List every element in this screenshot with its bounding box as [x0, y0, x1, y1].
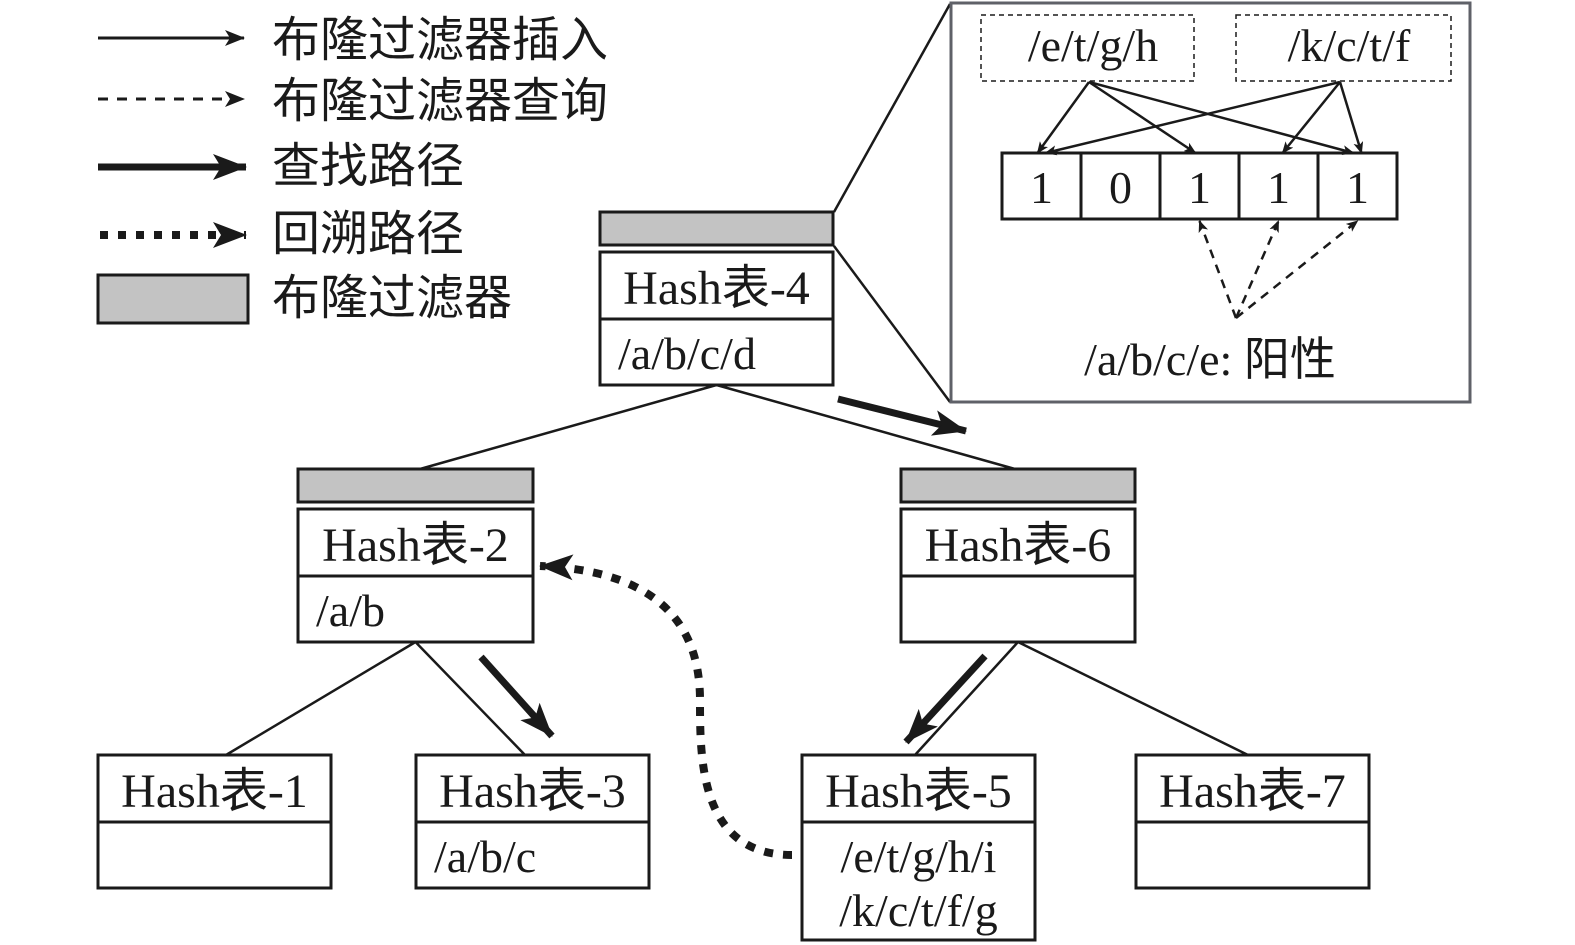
insert-arrow: [1044, 80, 1341, 156]
query-arrows: [1198, 220, 1359, 319]
stored-path: /k/c/t/f/g: [839, 885, 997, 936]
legend-label-insert: 布隆过滤器插入: [272, 14, 608, 67]
search-arrow-h6-h5: [903, 653, 988, 745]
bit-value: 1: [1188, 162, 1211, 213]
query-arrow: [1234, 220, 1280, 319]
insert-arrow: [1338, 81, 1364, 154]
tree-edges: [225, 383, 1249, 757]
search-arrow-h2-h3: [478, 654, 555, 739]
insert-arrow: [1088, 80, 1355, 155]
tree-edge-h4-h6: [716, 383, 1016, 471]
bit-cell: 1: [1000, 151, 1083, 221]
backtrack-arrow-h5-h2: [539, 554, 793, 859]
bit-cell-box: [1158, 151, 1241, 221]
inserted-key-2: /k/c/t/f: [1235, 14, 1452, 82]
bit-value: 0: [1109, 162, 1132, 213]
tree-edge-h2-h3: [414, 641, 526, 756]
hash-table-node-h5: Hash表-5/e/t/g/h/i/k/c/t/f/g: [800, 753, 1037, 942]
bloom-filter-bar: [899, 467, 1137, 504]
hash-table-title: Hash表-6: [925, 519, 1112, 572]
inserted-key-box: [1235, 14, 1452, 82]
legend-label-query: 布隆过滤器查询: [272, 75, 608, 128]
legend-item-query: 布隆过滤器查询: [98, 75, 608, 128]
inserted-key-box: [980, 14, 1195, 82]
legend-label-search: 查找路径: [272, 140, 464, 193]
bloom-filter-swatch-icon: [96, 273, 250, 325]
tree-edge-h4-h2: [419, 383, 717, 471]
hash-table-node-h4: Hash表-4/a/b/c/d: [598, 210, 835, 387]
tree-edge-h6-h7: [1017, 640, 1249, 757]
hash-table-node-h6: Hash表-6: [899, 467, 1137, 644]
bit-cell-box: [1237, 151, 1320, 221]
legend-item-insert: 布隆过滤器插入: [98, 14, 608, 67]
hash-table-node-h1: Hash表-1: [96, 753, 333, 890]
stored-path: /a/b/c: [434, 831, 536, 882]
insert-arrow: [1088, 80, 1197, 155]
bit-value: 1: [1030, 162, 1053, 213]
hash-table-node-h7: Hash表-7: [1134, 753, 1371, 890]
stored-path: /e/t/g/h/i: [841, 831, 997, 882]
bit-value: 1: [1346, 162, 1369, 213]
legend-item-bloom: 布隆过滤器: [96, 272, 512, 325]
bit-array: 1 0 1 1 1: [1000, 151, 1399, 221]
legend: 布隆过滤器插入 布隆过滤器查询 查找路径 回溯路径 布隆过滤器: [96, 14, 608, 325]
bit-cell: 1: [1158, 151, 1241, 221]
hash-table-title: Hash表-5: [825, 765, 1012, 818]
hash-table-box: [800, 753, 1037, 942]
hash-table-title: Hash表-1: [121, 765, 308, 818]
bit-cell: 1: [1316, 151, 1399, 221]
legend-item-search: 查找路径: [98, 140, 464, 193]
bloom-filter-bar: [296, 467, 535, 504]
hash-table-node-h2: Hash表-2/a/b: [296, 467, 535, 644]
stored-path: /a/b/c/d: [618, 328, 756, 379]
bloom-filter-bar: [598, 210, 835, 247]
legend-label-backtrack: 回溯路径: [272, 208, 464, 261]
insert-arrows: [1036, 80, 1364, 156]
hash-table-title: Hash表-2: [322, 519, 509, 572]
inset-connector-top: [832, 3, 952, 213]
insert-arrow: [1036, 81, 1091, 154]
hash-table-title: Hash表-3: [439, 765, 626, 818]
legend-label-bloom: 布隆过滤器: [272, 272, 512, 325]
hash-table-title: Hash表-7: [1159, 765, 1346, 818]
tree-edge-h6-h5: [914, 641, 1019, 756]
insert-arrow: [1281, 81, 1341, 154]
bit-value: 1: [1267, 162, 1290, 213]
search-arrow-h4-h6: [837, 395, 967, 436]
bit-cell: 1: [1237, 151, 1320, 221]
tree-edge-h2-h1: [225, 640, 417, 757]
stored-path: /a/b: [316, 585, 385, 636]
inset-panel: /e/t/g/h /k/c/t/f 1 0 1 1 1 /a/b/c/e: 阳性: [949, 1, 1472, 404]
query-arrow: [1235, 220, 1359, 319]
inserted-key-1: /e/t/g/h: [980, 14, 1195, 82]
bit-cell-box: [1316, 151, 1399, 221]
inserted-key-label: /e/t/g/h: [1028, 20, 1158, 71]
hash-table-node-h3: Hash表-3/a/b/c: [414, 753, 651, 890]
query-result-label: /a/b/c/e: 阳性: [1084, 334, 1336, 385]
inserted-key-label: /k/c/t/f: [1288, 20, 1411, 71]
bit-cell: 0: [1079, 151, 1162, 221]
legend-item-backtrack: 回溯路径: [100, 208, 464, 261]
search-path: [478, 395, 988, 745]
hash-table-title: Hash表-4: [623, 262, 810, 315]
query-arrow: [1198, 220, 1238, 319]
inset-connector-bottom: [832, 245, 952, 403]
